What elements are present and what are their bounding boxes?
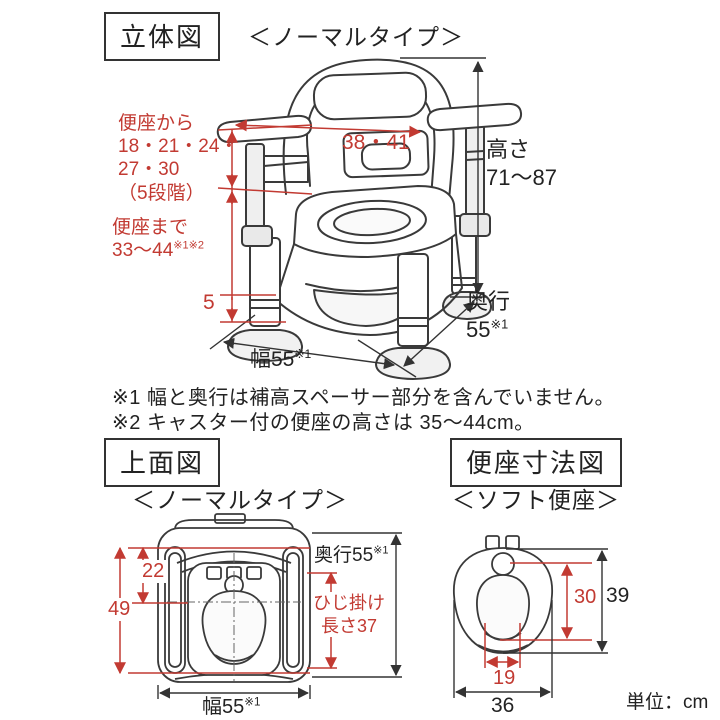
spacer-height-label: 5 <box>203 291 215 314</box>
seat-view-subtitle: ＜ソフト便座＞ <box>452 487 620 513</box>
seat-dimension-drawing <box>453 535 608 698</box>
top-view-art <box>157 513 311 683</box>
dim-19-label: 19 <box>493 667 516 689</box>
dim-30-label: 30 <box>572 586 599 609</box>
perspective-drawing <box>209 57 523 380</box>
dim-39-label: 39 <box>606 584 630 607</box>
footnote-2: ※2 キャスター付の便座の高さは 35〜44cm。 <box>112 412 535 434</box>
armrest-length-label: ひじ掛け 長さ37 <box>311 592 387 637</box>
top-view-subtitle: ＜ノーマルタイプ＞ <box>132 487 348 513</box>
unit-note: 単位：cm <box>626 692 709 713</box>
backrest-width-label: 38・41 <box>342 131 410 154</box>
width-label: 幅55※1 <box>250 347 312 371</box>
top-view-title: 上面図 <box>120 448 205 478</box>
top-depth-label: 奥行55※1 <box>314 544 389 566</box>
solid-view-subtitle: ＜ノーマルタイプ＞ <box>248 24 464 50</box>
top-view-drawing <box>114 513 402 699</box>
seat-view-title-box: 便座寸法図 <box>450 438 623 487</box>
solid-view-title: 立体図 <box>120 22 205 52</box>
top-view-title-box: 上面図 <box>104 438 221 487</box>
black-dimension-lines <box>209 57 486 378</box>
depth-label: 奥行 55※1 <box>466 289 511 342</box>
top-view-black-dims <box>157 532 402 699</box>
height-label: 高さ 71〜87 <box>486 137 557 190</box>
seat-to-label: 便座まで 33〜44※1※2 <box>112 217 204 262</box>
top-width-label: 幅55※1 <box>202 695 261 718</box>
dim-36-label: 36 <box>491 694 515 717</box>
seat-red-dims <box>484 562 592 668</box>
centerlines <box>167 553 301 681</box>
dim-49-label: 49 <box>106 598 133 621</box>
dim-22-label: 22 <box>140 560 167 583</box>
seat-view-title: 便座寸法図 <box>466 448 607 478</box>
footnote-1: ※1 幅と奥行は補高スペーサー部分を含んでいません。 <box>112 387 616 409</box>
red-dimension-lines <box>217 119 422 323</box>
soft-seat-art <box>453 535 553 654</box>
solid-view-title-box: 立体図 <box>104 12 221 61</box>
seat-black-dims <box>453 548 608 698</box>
seat-from-label: 便座から 18・21・24・ 27・30 （5段階） <box>118 113 239 204</box>
